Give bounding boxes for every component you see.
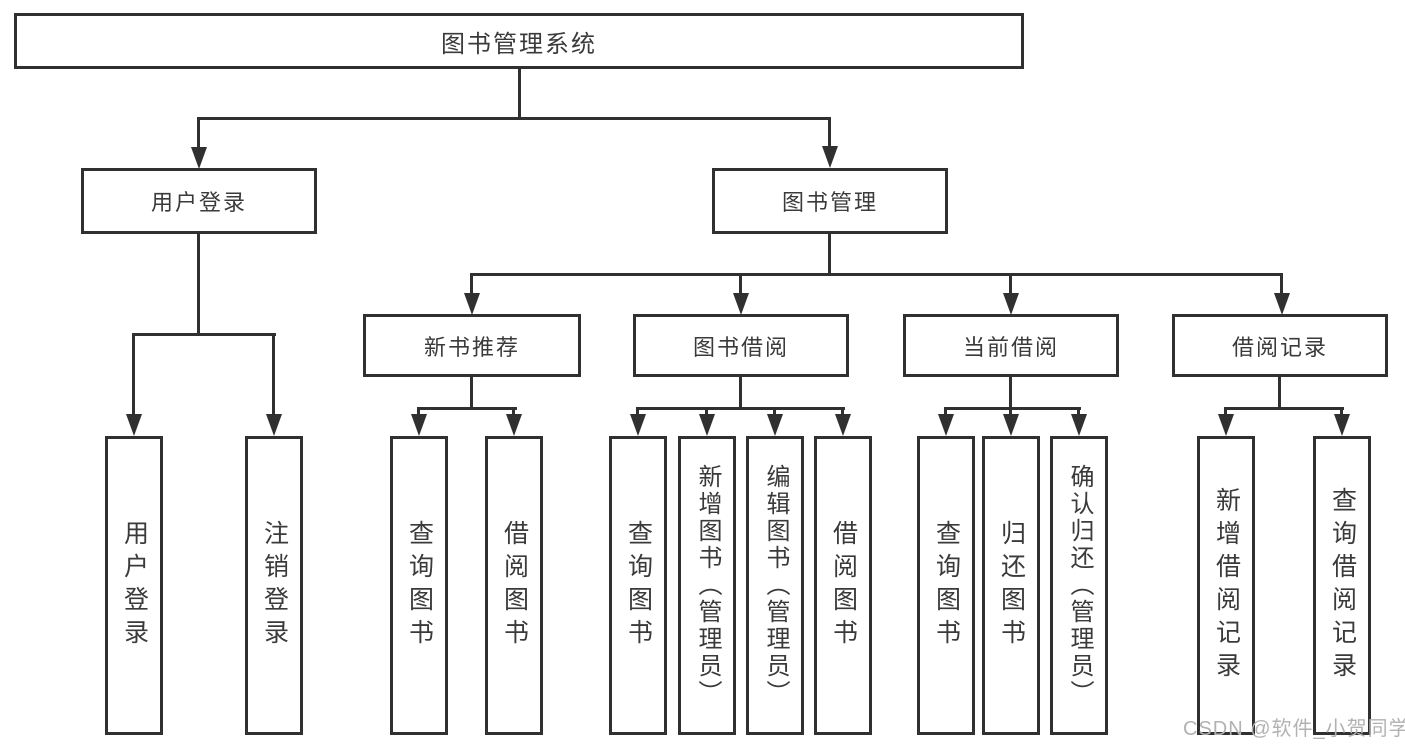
- node-borrowing-records: 借阅记录: [1172, 314, 1388, 377]
- connector-line: [470, 273, 1283, 276]
- node-library-management-system: 图书管理系统: [14, 13, 1024, 69]
- connector-arrow: [705, 407, 708, 414]
- leaf-label: 借阅图书: [500, 519, 529, 652]
- leaf-add-borrow-record: 新增借阅记录: [1197, 436, 1255, 735]
- connector-arrow: [1340, 407, 1343, 414]
- connector-arrow: [512, 407, 515, 414]
- connector-arrow: [828, 117, 831, 146]
- leaf-confirm-return-admin: 确认归还（管理员）: [1050, 436, 1108, 735]
- leaf-label: 查询图书: [932, 519, 961, 652]
- connector-line: [470, 376, 473, 409]
- leaf-borrow-books: 借阅图书: [485, 436, 543, 735]
- leaf-add-book-admin: 新增图书（管理员）: [678, 436, 736, 735]
- connector-arrow: [1224, 407, 1227, 414]
- connector-line: [417, 407, 517, 410]
- node-new-book-recommendation: 新书推荐: [363, 314, 581, 377]
- leaf-label: 归还图书: [997, 519, 1026, 652]
- leaf-query-books: 查询图书: [390, 436, 448, 735]
- connector-line: [1009, 376, 1012, 409]
- leaf-query-books: 查询图书: [917, 436, 975, 735]
- leaf-label: 新增图书（管理员）: [694, 464, 721, 707]
- connector-line: [197, 234, 200, 335]
- connector-arrow: [1077, 407, 1080, 414]
- node-book-borrowing: 图书借阅: [633, 314, 849, 377]
- node-user-login: 用户登录: [81, 168, 317, 234]
- connector-arrow: [1009, 407, 1012, 414]
- node-current-borrowing: 当前借阅: [903, 314, 1119, 377]
- leaf-user-login: 用户登录: [105, 436, 163, 735]
- connector-arrow: [132, 333, 135, 414]
- leaf-label: 新增借阅记录: [1212, 486, 1241, 685]
- connector-arrow: [470, 273, 473, 293]
- leaf-query-borrow-record: 查询借阅记录: [1313, 436, 1371, 735]
- leaf-label: 查询借阅记录: [1328, 486, 1357, 685]
- connector-line: [132, 333, 276, 336]
- csdn-watermark: CSDN @软件_小贺同学: [1183, 718, 1405, 740]
- connector-arrow: [636, 407, 639, 414]
- leaf-logout: 注销登录: [245, 436, 303, 735]
- connector-arrow: [773, 407, 776, 414]
- leaf-label: 借阅图书: [829, 519, 858, 652]
- connector-line: [1278, 376, 1281, 409]
- leaf-label: 查询图书: [624, 519, 653, 652]
- node-book-management: 图书管理: [712, 168, 948, 234]
- connector-arrow: [1009, 273, 1012, 293]
- leaf-borrow-books: 借阅图书: [814, 436, 872, 735]
- connector-arrow: [272, 333, 275, 414]
- connector-line: [518, 68, 521, 120]
- leaf-label: 编辑图书（管理员）: [762, 464, 789, 707]
- connector-line: [944, 407, 1081, 410]
- connector-arrow: [739, 273, 742, 293]
- connector-line: [636, 407, 845, 410]
- connector-line: [739, 376, 742, 409]
- leaf-label: 确认归还（管理员）: [1066, 464, 1093, 707]
- connector-line: [197, 117, 831, 120]
- connector-arrow: [841, 407, 844, 414]
- leaf-label: 查询图书: [405, 519, 434, 652]
- leaf-return-books: 归还图书: [982, 436, 1040, 735]
- connector-arrow: [197, 117, 200, 147]
- connector-line: [1224, 407, 1344, 410]
- connector-arrow: [417, 407, 420, 414]
- leaf-edit-book-admin: 编辑图书（管理员）: [746, 436, 804, 735]
- connector-arrow: [944, 407, 947, 414]
- leaf-label: 用户登录: [120, 519, 149, 652]
- leaf-query-books: 查询图书: [609, 436, 667, 735]
- leaf-label: 注销登录: [260, 519, 289, 652]
- connector-arrow: [1280, 273, 1283, 293]
- connector-line: [828, 233, 831, 276]
